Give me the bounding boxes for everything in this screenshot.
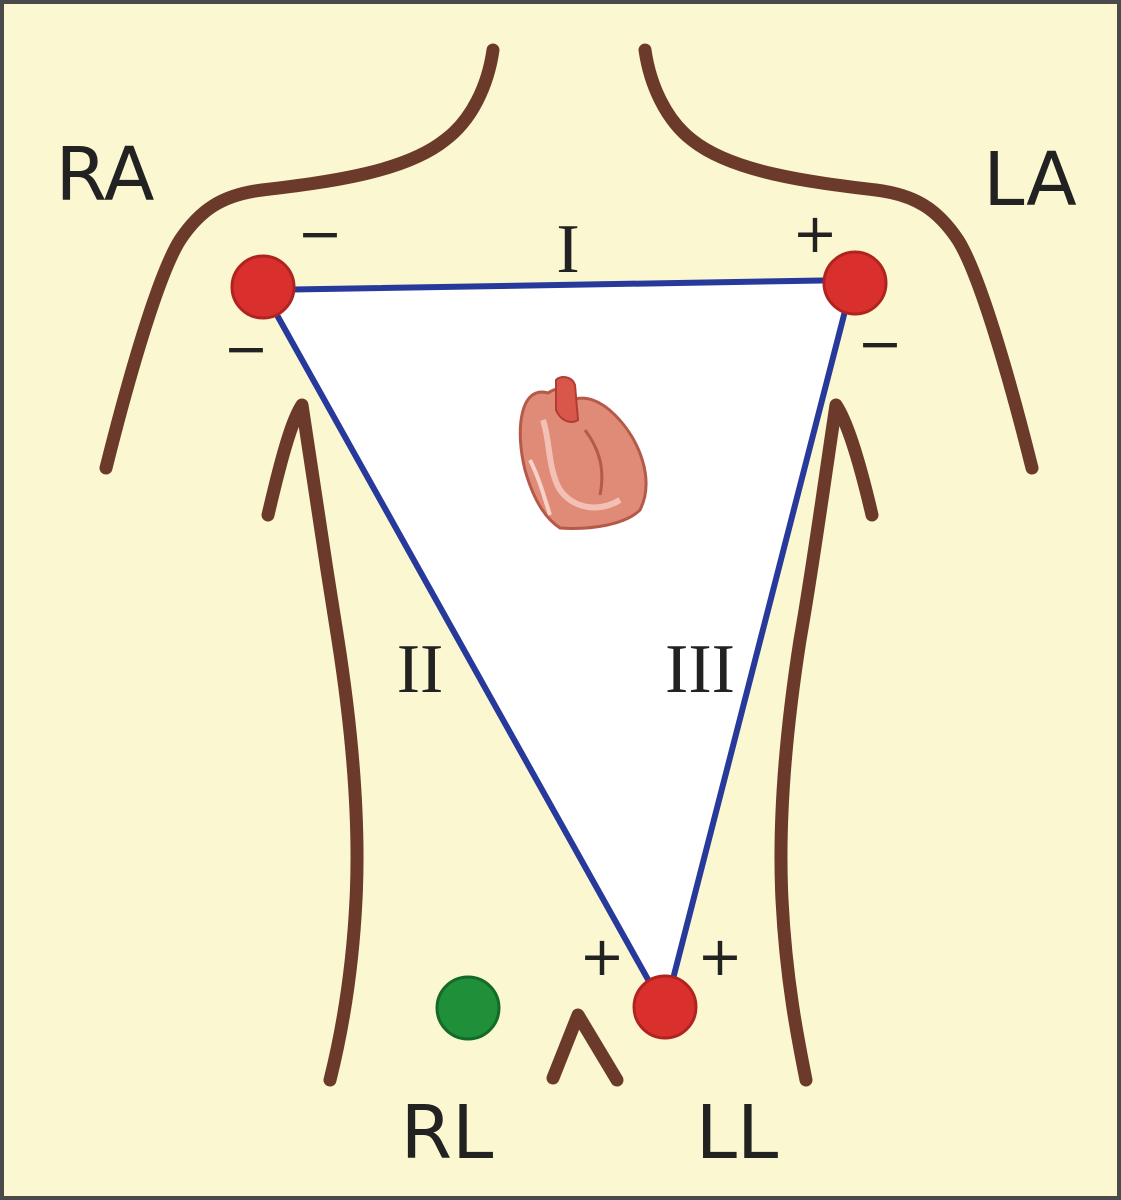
torso-outline xyxy=(99,43,1039,1087)
ll-lead2-polarity: + xyxy=(579,925,624,988)
neck-right-shoulder-line xyxy=(638,43,1039,475)
lead-3-label: III xyxy=(665,631,735,708)
la-label: LA xyxy=(983,137,1077,223)
ra-lead1-polarity: − xyxy=(297,202,342,265)
einthoven-triangle xyxy=(260,277,856,1013)
rl-label: RL xyxy=(401,1090,494,1176)
la-lead1-polarity: + xyxy=(792,202,837,265)
left-armpit-line xyxy=(774,398,879,1087)
heart-icon xyxy=(518,376,648,530)
lead-1-label: I xyxy=(556,211,579,288)
ll-label: LL xyxy=(696,1090,778,1176)
ra-lead2-polarity: − xyxy=(223,317,268,380)
neck-left-shoulder-line xyxy=(99,43,500,475)
ra-label: RA xyxy=(55,132,154,218)
ra-electrode xyxy=(230,254,296,320)
ll-lead3-polarity: + xyxy=(697,925,742,988)
la-electrode xyxy=(822,250,888,316)
ll-electrode xyxy=(632,974,698,1040)
la-lead3-polarity: − xyxy=(857,312,902,375)
navel-mark xyxy=(546,1008,624,1087)
rl-electrode xyxy=(435,975,501,1041)
lead-2-label: II xyxy=(397,631,444,708)
right-armpit-line xyxy=(261,398,364,1087)
